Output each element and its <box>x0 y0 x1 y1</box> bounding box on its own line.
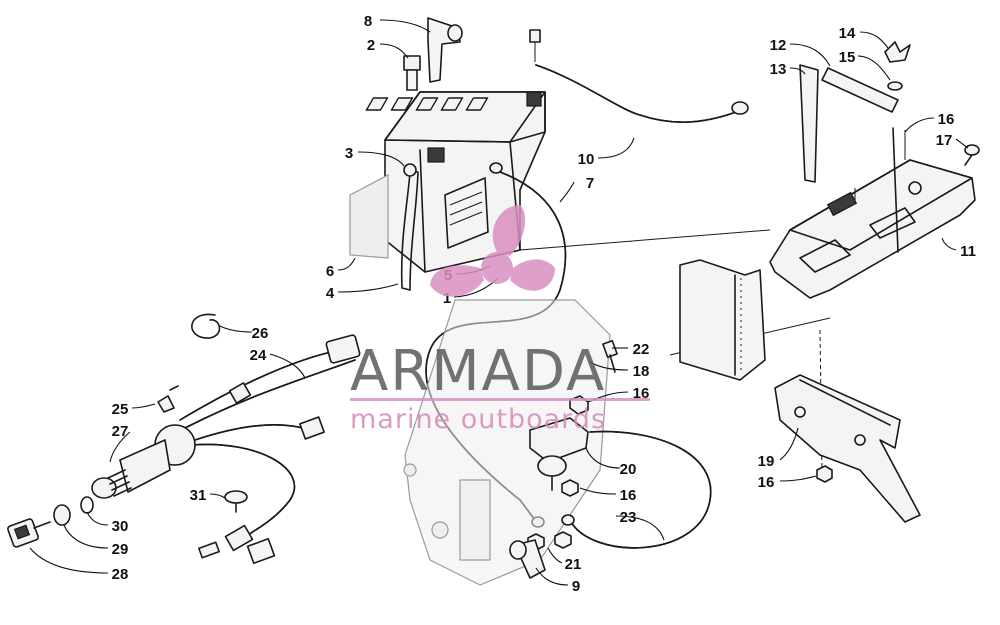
callout-1: 1 <box>443 290 451 307</box>
watermark-brand: ARMADA <box>350 339 606 404</box>
battery-terminal-negative <box>427 147 445 163</box>
battery <box>365 91 546 273</box>
callout-14: 14 <box>839 25 856 42</box>
battery-label-plate <box>444 177 489 249</box>
battery-cells <box>365 97 489 111</box>
leader-lines <box>29 19 969 586</box>
callout-22: 22 <box>633 341 650 358</box>
harness-connector-b <box>299 416 325 440</box>
callout-27: 27 <box>112 423 129 440</box>
callout-12: 12 <box>770 37 787 54</box>
harness-clamp <box>191 313 221 339</box>
callout-15: 15 <box>839 49 856 66</box>
terminal-nut <box>561 479 579 497</box>
hold-down-bracket <box>799 64 819 183</box>
callout-labels: 8 2 3 6 4 5 1 10 7 12 13 14 15 16 17 11 … <box>112 13 976 595</box>
callout-4: 4 <box>326 285 335 302</box>
watermark-propeller-logo <box>430 205 555 297</box>
wire-terminal <box>157 385 179 413</box>
bracket-nut <box>816 465 833 483</box>
callout-24: 24 <box>250 347 267 364</box>
battery-side-pad <box>349 174 389 259</box>
vent-tube-clip <box>403 163 417 177</box>
terminal-boot <box>427 17 463 83</box>
callout-10: 10 <box>578 151 595 168</box>
flat-washer <box>887 81 903 91</box>
callout-3: 3 <box>345 145 353 162</box>
callout-19: 19 <box>758 453 775 470</box>
watermark-divider <box>350 398 650 401</box>
callout-7: 7 <box>586 175 594 192</box>
battery-terminal-positive <box>526 91 542 107</box>
callout-16-solenoid: 16 <box>633 385 650 402</box>
harness-connector-c <box>224 524 254 552</box>
callout-9: 9 <box>572 578 580 595</box>
callout-18: 18 <box>633 363 650 380</box>
callout-17: 17 <box>936 132 953 149</box>
callout-8: 8 <box>364 13 372 30</box>
callout-30: 30 <box>112 518 129 535</box>
frame-outline <box>403 299 611 586</box>
callout-16-bracket: 16 <box>758 474 775 491</box>
wing-nut <box>884 41 911 63</box>
vent-tube <box>400 171 419 291</box>
terminal-bolt <box>403 55 421 91</box>
cable-boot <box>509 539 546 579</box>
callout-23: 23 <box>620 509 637 526</box>
callout-21: 21 <box>565 556 582 573</box>
ignition-key-switch <box>91 424 196 499</box>
negative-cable <box>529 29 749 123</box>
callout-26: 26 <box>252 325 269 342</box>
starter-cable <box>561 430 712 549</box>
starter-solenoid <box>529 417 589 491</box>
callout-16-terminal: 16 <box>620 487 637 504</box>
callout-20: 20 <box>620 461 637 478</box>
callout-31: 31 <box>190 487 207 504</box>
callout-13: 13 <box>770 61 787 78</box>
hold-down-strap <box>821 67 899 113</box>
callout-25: 25 <box>112 401 129 418</box>
battery-tray <box>769 159 976 299</box>
battery-box-panel <box>679 259 766 381</box>
ignition-key <box>7 518 51 548</box>
callout-11: 11 <box>960 243 976 260</box>
tray-screw <box>964 144 980 166</box>
harness-connector-main <box>325 334 361 364</box>
hold-down-rod <box>892 127 899 253</box>
harness-connector-d <box>246 537 276 565</box>
watermark-tagline: marine outboards <box>350 404 606 435</box>
harness-fuse <box>198 541 220 559</box>
callout-2: 2 <box>367 37 375 54</box>
mount-bracket <box>774 374 921 523</box>
wiring-harness <box>179 334 361 565</box>
watermark: ARMADA marine outboards <box>350 205 650 435</box>
callout-28: 28 <box>112 566 129 583</box>
callout-16-tray: 16 <box>938 111 955 128</box>
o-ring <box>80 496 94 514</box>
callout-29: 29 <box>112 541 129 558</box>
harness-connector-a <box>228 382 252 404</box>
switch-nut <box>53 504 71 526</box>
switch-cap <box>224 490 248 513</box>
callout-6: 6 <box>326 263 334 280</box>
